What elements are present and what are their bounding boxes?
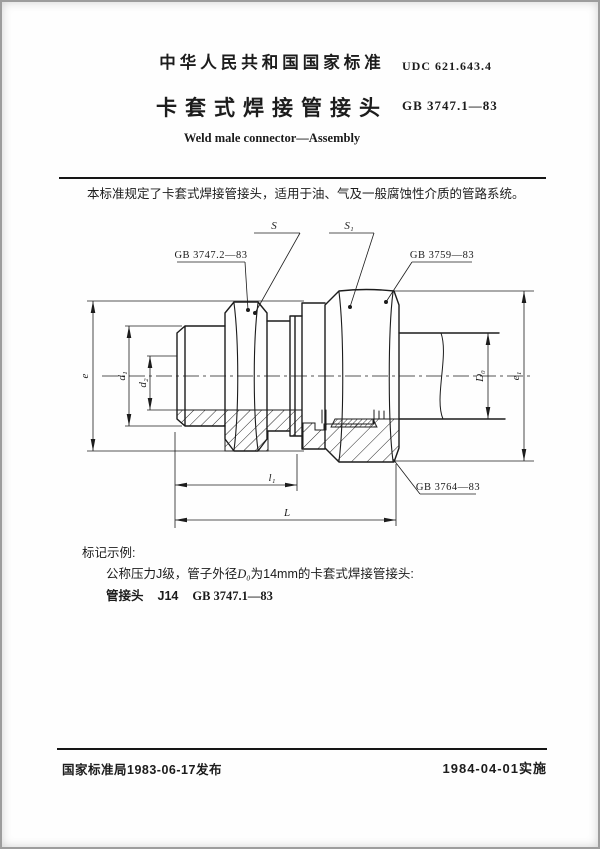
implemented-date: 1984-04-01实施 bbox=[442, 761, 547, 776]
scope-paragraph: 本标准规定了卡套式焊接管接头，适用于油、气及一般腐蚀性介质的管路系统。 bbox=[87, 187, 525, 201]
example-text-pre: 公称压力J级，管子外径 bbox=[106, 567, 238, 581]
dim-e1-label: e₁ bbox=[510, 371, 522, 380]
dimension-labels: e d₁ d₂ D₀ e₁ l₁ L bbox=[79, 370, 522, 519]
body-part-standard-label: GB 3747.2—83 bbox=[174, 250, 247, 261]
marking-example-designation: 管接头 J14 GB 3747.1—83 bbox=[106, 585, 287, 604]
dim-e-label: e bbox=[79, 373, 91, 378]
dim-L-label: L bbox=[283, 507, 290, 519]
national-standard-label: 中华人民共和国国家标准 bbox=[159, 54, 385, 72]
extension-lines bbox=[87, 290, 534, 528]
header-divider bbox=[59, 177, 546, 179]
callout-labels: S S₁ GB 3747.2—83 GB 3759—83 GB 3764—83 bbox=[174, 220, 480, 493]
marking-example-description: 公称压力J级，管子外径D₀为14mm的卡套式焊接管接头: bbox=[106, 563, 414, 582]
dim-d1-label: d₁ bbox=[116, 371, 128, 381]
designation-code: GB 3747.1—83 bbox=[192, 589, 273, 603]
dim-D0-label: D₀ bbox=[474, 370, 486, 383]
dimension-lines bbox=[90, 291, 527, 523]
ferrule-section-hatch bbox=[330, 418, 378, 428]
wrench-size-s-label: S bbox=[271, 220, 277, 232]
english-subtitle: Weld male connector—Assembly bbox=[183, 131, 361, 145]
nut-part-standard-label: GB 3759—83 bbox=[410, 250, 474, 261]
dim-l1-label: l₁ bbox=[269, 472, 276, 484]
designation-label: 管接头 bbox=[106, 589, 144, 603]
ferrule-part-standard-label: GB 3764—83 bbox=[416, 482, 480, 493]
footer-divider bbox=[57, 748, 547, 750]
udc-number: UDC 621.643.4 bbox=[402, 59, 492, 73]
example-text-post: 为14mm的卡套式焊接管接头: bbox=[250, 567, 414, 581]
wrench-size-s1-label: S₁ bbox=[344, 220, 354, 232]
callout-leaders bbox=[177, 232, 476, 495]
diameter-symbol: D₀ bbox=[237, 567, 251, 581]
fitting-outline bbox=[176, 288, 506, 463]
designation-model: J14 bbox=[157, 589, 179, 603]
standard-code: GB 3747.1—83 bbox=[402, 98, 498, 113]
section-hatching bbox=[176, 409, 400, 463]
issued-date: 国家标准局1983-06-17发布 bbox=[62, 763, 222, 777]
page-title: 卡套式焊接管接头 bbox=[156, 97, 388, 120]
marking-example-heading: 标记示例: bbox=[82, 546, 136, 560]
assembly-drawing: e d₁ d₂ D₀ e₁ l₁ L S S bbox=[79, 220, 534, 528]
dim-d2-label: d₂ bbox=[137, 378, 149, 388]
